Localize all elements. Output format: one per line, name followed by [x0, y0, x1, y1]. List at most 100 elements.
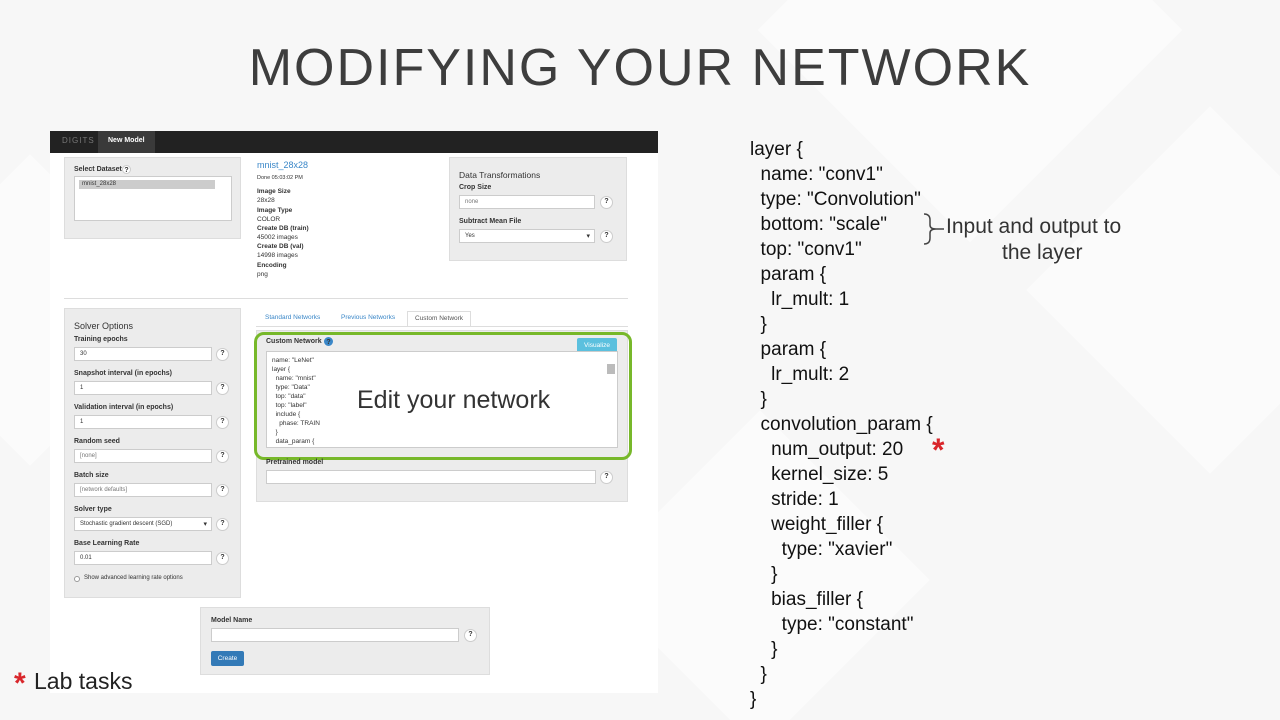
snapshot-interval-input[interactable]: 1	[74, 381, 212, 395]
code-line: bias_filler {	[750, 589, 863, 610]
editor-line: type: "Data"	[272, 384, 310, 391]
code-line: param {	[750, 264, 827, 285]
code-line: type: "constant"	[750, 614, 914, 635]
dataset-name-link[interactable]: mnist_28x28	[257, 160, 309, 170]
code-line: type: "Convolution"	[750, 189, 921, 210]
snapshot-interval-label: Snapshot interval (in epochs)	[74, 370, 173, 377]
navbar: DIGITS New Model	[50, 131, 658, 153]
divider	[64, 298, 628, 299]
scrollbar-thumb[interactable]	[607, 364, 615, 374]
code-line: }	[750, 314, 767, 335]
image-type-label: Image Type	[257, 207, 293, 214]
tab-divider	[256, 326, 628, 327]
edit-network-highlight	[254, 332, 632, 460]
validation-interval-input[interactable]: 1	[74, 415, 212, 429]
help-icon[interactable]	[122, 165, 131, 174]
editor-line: include {	[272, 411, 301, 418]
select-arrow-icon: ▾	[203, 521, 207, 528]
code-line: type: "xavier"	[750, 539, 893, 560]
lab-task-star-icon: *	[932, 432, 945, 468]
image-size-value: 28x28	[257, 197, 275, 204]
tab-previous-networks[interactable]: Previous Networks	[341, 314, 396, 321]
help-icon[interactable]	[464, 629, 477, 642]
help-icon[interactable]	[216, 416, 229, 429]
model-name-input[interactable]	[211, 628, 459, 642]
help-icon[interactable]	[324, 337, 333, 346]
background-shape	[1026, 106, 1280, 474]
code-line: }	[750, 389, 767, 410]
code-line: lr_mult: 2	[750, 364, 850, 385]
edit-network-callout: Edit your network	[357, 386, 551, 414]
slide-title: MODIFYING YOUR NETWORK	[248, 39, 1032, 97]
code-line: top: "conv1"	[750, 239, 862, 260]
code-line: }	[750, 564, 778, 585]
training-epochs-input[interactable]: 30	[74, 347, 212, 361]
editor-line: name: "mnist"	[272, 375, 316, 382]
code-line: convolution_param {	[750, 414, 933, 435]
data-transformations-panel	[449, 157, 627, 261]
tab-standard-networks[interactable]: Standard Networks	[265, 314, 321, 321]
help-icon[interactable]	[216, 552, 229, 565]
solver-type-label: Solver type	[74, 506, 112, 513]
dataset-option[interactable]: mnist_28x28	[79, 180, 215, 189]
help-icon[interactable]	[600, 196, 613, 209]
code-line: name: "conv1"	[750, 164, 883, 185]
visualize-button[interactable]: Visualize	[577, 338, 617, 353]
code-line: kernel_size: 5	[750, 464, 889, 485]
training-epochs-label: Training epochs	[74, 336, 128, 343]
random-seed-input[interactable]: [none]	[74, 449, 212, 463]
help-icon[interactable]	[216, 382, 229, 395]
nav-tab-new-model[interactable]: New Model	[98, 131, 155, 153]
subtract-mean-select[interactable]: Yes ▾	[459, 229, 595, 243]
help-icon[interactable]	[600, 230, 613, 243]
advanced-options-checkbox[interactable]	[74, 576, 80, 582]
editor-scrollbar[interactable]	[607, 354, 615, 444]
subtract-mean-label: Subtract Mean File	[459, 218, 522, 225]
io-note-line1: Input and output to	[946, 215, 1122, 238]
model-name-label: Model Name	[211, 617, 253, 624]
help-icon[interactable]	[216, 484, 229, 497]
editor-line: }	[272, 429, 278, 436]
image-type-value: COLOR	[257, 216, 281, 223]
random-seed-label: Random seed	[74, 438, 120, 445]
crop-size-label: Crop Size	[459, 184, 492, 191]
code-line: }	[750, 664, 767, 685]
create-button[interactable]: Create	[211, 651, 244, 666]
encoding-value: png	[257, 271, 268, 278]
pretrained-model-input[interactable]	[266, 470, 596, 484]
pretrained-model-label: Pretrained model	[266, 459, 324, 466]
select-dataset-label: Select Dataset	[74, 166, 122, 173]
learning-rate-input[interactable]: 0.01	[74, 551, 212, 565]
lab-tasks-legend: Lab tasks	[34, 668, 133, 694]
help-icon[interactable]	[216, 450, 229, 463]
val-db-value: 14998 images	[257, 252, 298, 259]
batch-size-label: Batch size	[74, 472, 109, 479]
code-line: param {	[750, 339, 827, 360]
help-icon[interactable]	[216, 518, 229, 531]
io-note-line2: the layer	[1002, 241, 1083, 264]
code-line: }	[750, 689, 757, 710]
train-db-value: 45002 images	[257, 234, 298, 241]
editor-line: top: "label"	[272, 402, 307, 409]
help-icon[interactable]	[216, 348, 229, 361]
legend-star-icon: *	[14, 667, 26, 700]
code-line: weight_filler {	[750, 514, 884, 535]
select-arrow-icon: ▾	[586, 233, 590, 240]
custom-network-label: Custom Network	[266, 338, 322, 345]
tab-custom-network[interactable]: Custom Network	[407, 311, 472, 326]
dataset-listbox[interactable]: mnist_28x28	[74, 176, 232, 221]
network-editor[interactable]	[266, 351, 618, 448]
code-line: stride: 1	[750, 489, 839, 510]
batch-size-input[interactable]: [network defaults]	[74, 483, 212, 497]
solver-type-value: Stochastic gradient descent (SGD)	[80, 521, 173, 527]
code-line: bottom: "scale"	[750, 214, 888, 235]
solver-type-select[interactable]: Stochastic gradient descent (SGD) ▾	[74, 517, 212, 531]
learning-rate-label: Base Learning Rate	[74, 540, 140, 547]
code-line: layer {	[750, 139, 803, 160]
help-icon[interactable]	[600, 471, 613, 484]
subtract-mean-value: Yes	[465, 233, 475, 239]
image-size-label: Image Size	[257, 188, 291, 195]
crop-size-input[interactable]: none	[459, 195, 595, 209]
digits-brand[interactable]: DIGITS	[62, 136, 95, 145]
encoding-label: Encoding	[257, 262, 287, 269]
